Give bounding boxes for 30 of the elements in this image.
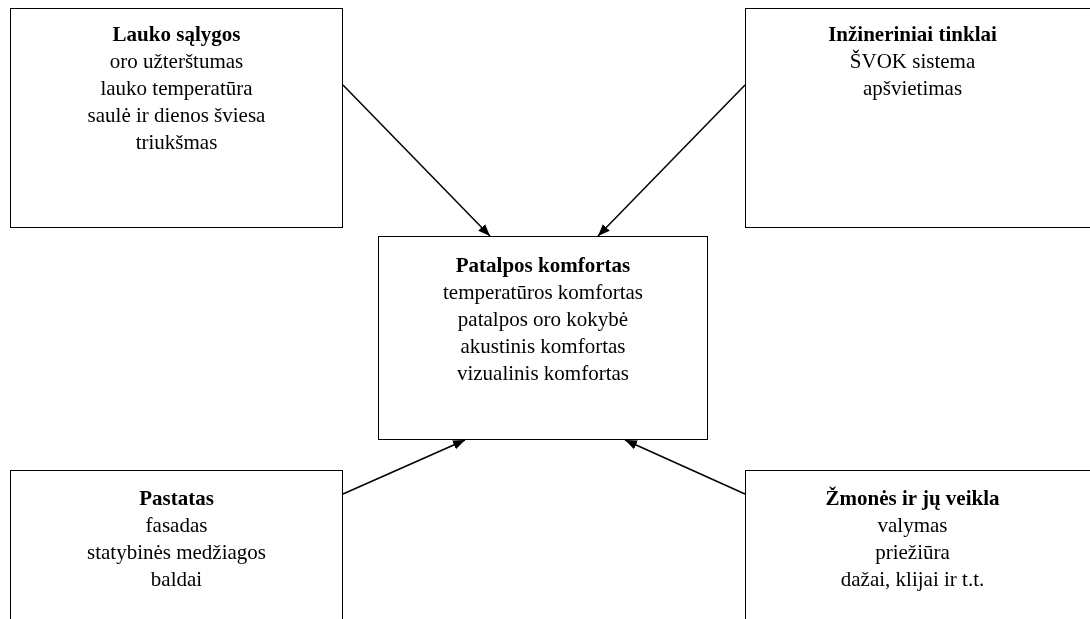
text-box	[10, 470, 343, 619]
box-item: temperatūros komfortas	[442, 279, 644, 306]
box-item: baldai	[149, 566, 204, 593]
box-item: fasadas	[144, 512, 209, 539]
arrow	[597, 84, 746, 237]
box-heading: Pastatas	[138, 485, 215, 512]
arrow	[342, 439, 466, 495]
box-item: lauko temperatūra	[99, 75, 254, 102]
text-box	[378, 236, 708, 440]
box-heading: Lauko sąlygos	[111, 21, 242, 48]
text-box	[10, 8, 343, 228]
box-item: valymas	[876, 512, 949, 539]
text-box	[745, 8, 1090, 228]
box-item: oro užterštumas	[108, 48, 245, 75]
box-item: patalpos oro kokybė	[456, 306, 630, 333]
box-item: vizualinis komfortas	[455, 360, 631, 387]
box-item: akustinis komfortas	[459, 333, 627, 360]
text-box	[745, 470, 1090, 619]
box-heading: Patalpos komfortas	[454, 252, 632, 279]
box-item: triukšmas	[134, 129, 219, 156]
arrow	[342, 84, 491, 237]
box-item: priežiūra	[874, 539, 951, 566]
box-item: saulė ir dienos šviesa	[86, 102, 267, 129]
box-item: statybinės medžiagos	[85, 539, 267, 566]
box-item: dažai, klijai ir t.t.	[839, 566, 986, 593]
arrow	[624, 439, 746, 495]
box-heading: Inžineriniai tinklai	[827, 21, 998, 48]
box-item: apšvietimas	[861, 75, 964, 102]
box-heading: Žmonės ir jų veikla	[824, 485, 1001, 512]
box-item: ŠVOK sistema	[848, 48, 977, 75]
